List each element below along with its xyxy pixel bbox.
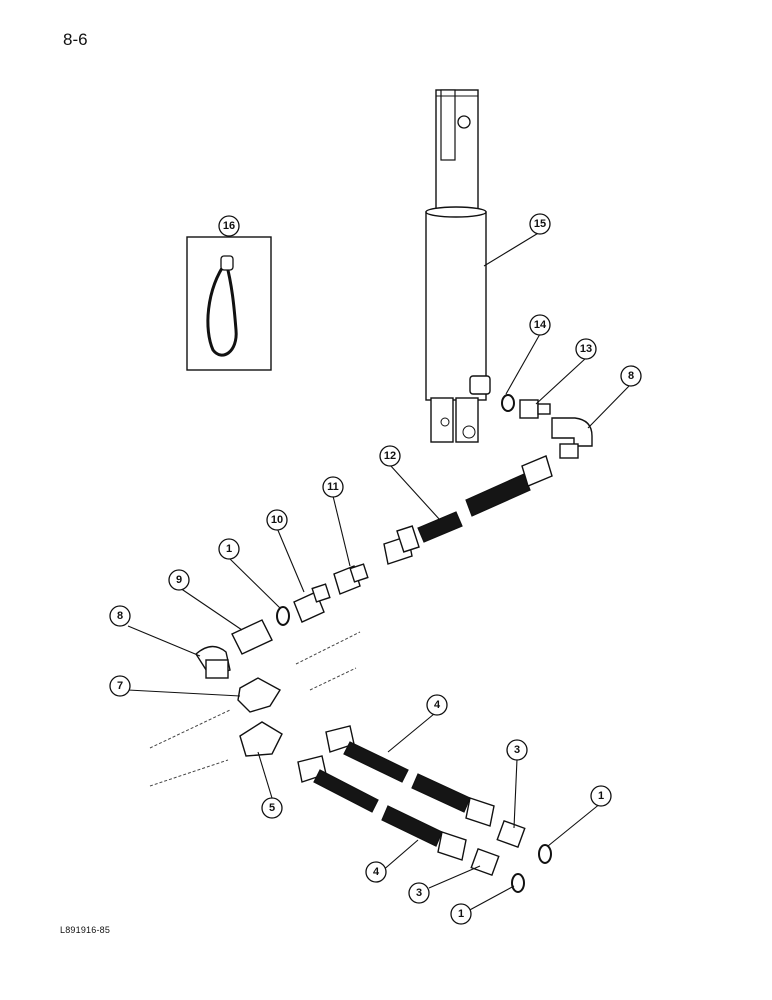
svg-text:3: 3 bbox=[416, 887, 422, 899]
figure-code: L891916-85 bbox=[60, 925, 111, 935]
hose-12 bbox=[383, 455, 553, 565]
callout-16: 16 bbox=[218, 215, 240, 237]
o-ring-1-bottom bbox=[511, 873, 525, 893]
svg-text:9: 9 bbox=[176, 574, 182, 586]
o-ring-1-right bbox=[538, 844, 552, 864]
callout-7: 7 bbox=[109, 675, 131, 697]
svg-text:4: 4 bbox=[434, 699, 441, 711]
svg-text:3: 3 bbox=[514, 744, 520, 756]
callout-8-top: 8 bbox=[620, 365, 642, 387]
svg-text:12: 12 bbox=[384, 450, 396, 462]
cross-7 bbox=[237, 677, 281, 713]
callout-4-lower: 4 bbox=[365, 861, 387, 883]
callout-5: 5 bbox=[261, 797, 283, 819]
svg-text:1: 1 bbox=[226, 543, 232, 555]
cylinder-15 bbox=[425, 89, 491, 443]
svg-text:4: 4 bbox=[373, 866, 380, 878]
svg-text:8: 8 bbox=[117, 610, 123, 622]
callout-8-left: 8 bbox=[109, 605, 131, 627]
callout-4-upper: 4 bbox=[426, 694, 448, 716]
svg-text:16: 16 bbox=[223, 220, 235, 232]
ghost-hoses bbox=[149, 631, 361, 787]
callout-1-right: 1 bbox=[590, 785, 612, 807]
callout-9: 9 bbox=[168, 569, 190, 591]
hose-4-lower bbox=[297, 755, 467, 861]
leader-lines bbox=[127, 231, 632, 913]
adapter-3-upper bbox=[496, 819, 526, 849]
adapter-3-lower bbox=[470, 847, 500, 877]
svg-text:11: 11 bbox=[327, 481, 339, 493]
adapter-13 bbox=[519, 399, 551, 419]
strap-16 bbox=[206, 255, 238, 357]
callout-11: 11 bbox=[322, 476, 344, 498]
elbow-8-left bbox=[195, 645, 231, 679]
svg-text:10: 10 bbox=[271, 514, 283, 526]
svg-text:8: 8 bbox=[628, 370, 634, 382]
fitting-9 bbox=[231, 619, 273, 655]
callout-3-lower: 3 bbox=[408, 882, 430, 904]
svg-text:1: 1 bbox=[598, 790, 604, 802]
callout-1-bottom: 1 bbox=[450, 903, 472, 925]
callout-1-top: 1 bbox=[218, 538, 240, 560]
svg-text:14: 14 bbox=[534, 319, 547, 331]
svg-text:15: 15 bbox=[534, 218, 546, 230]
callout-12: 12 bbox=[379, 445, 401, 467]
inset-box bbox=[186, 236, 272, 371]
svg-text:13: 13 bbox=[580, 343, 592, 355]
svg-text:5: 5 bbox=[269, 802, 275, 814]
fitting-11 bbox=[333, 563, 369, 595]
callout-3-upper: 3 bbox=[506, 739, 528, 761]
tee-5 bbox=[239, 721, 283, 757]
callout-15: 15 bbox=[529, 213, 551, 235]
svg-text:7: 7 bbox=[117, 680, 123, 692]
fitting-10 bbox=[293, 583, 331, 623]
o-ring-14 bbox=[501, 394, 515, 412]
callout-14: 14 bbox=[529, 314, 551, 336]
hose-4-upper bbox=[325, 725, 495, 827]
page-number: 8-6 bbox=[63, 30, 88, 49]
elbow-8-top bbox=[551, 417, 593, 459]
o-ring-1-top bbox=[276, 606, 290, 626]
callout-13: 13 bbox=[575, 338, 597, 360]
callout-10: 10 bbox=[266, 509, 288, 531]
svg-text:1: 1 bbox=[458, 908, 464, 920]
